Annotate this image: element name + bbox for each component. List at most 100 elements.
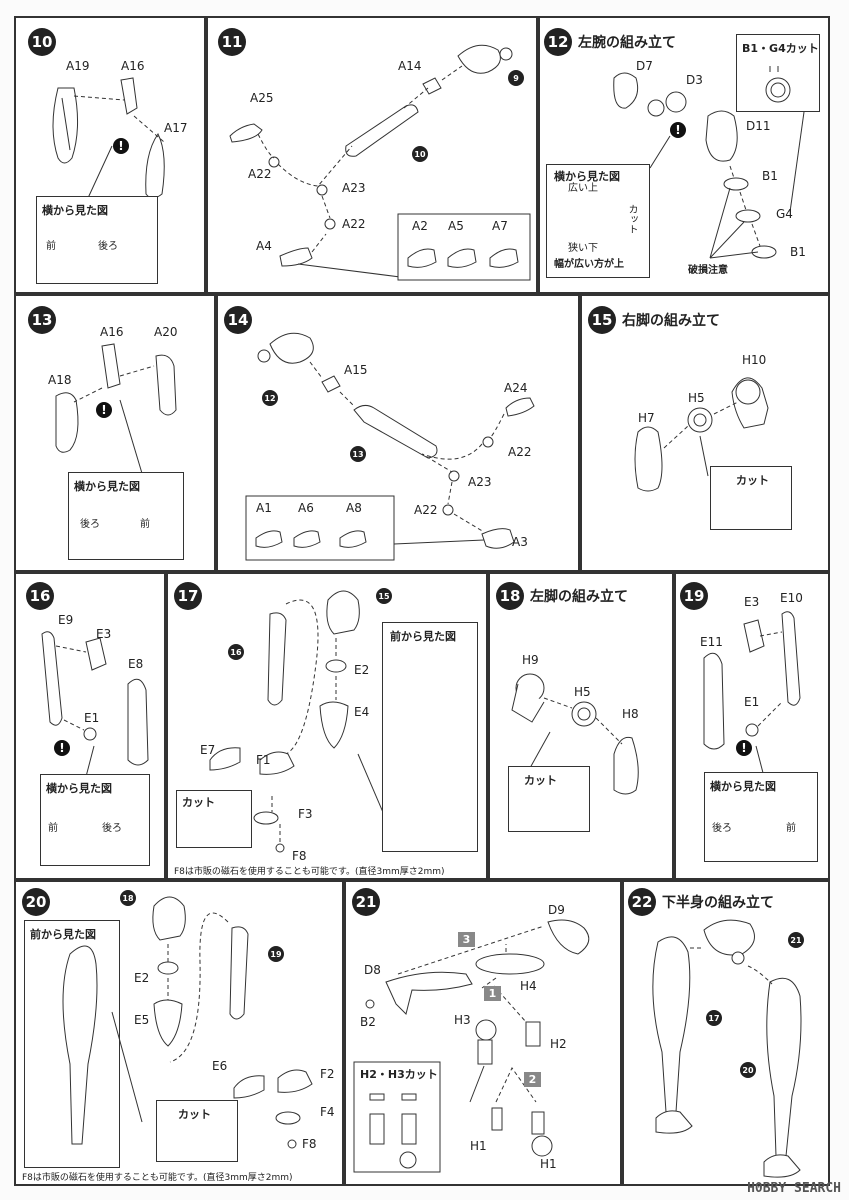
part-label: H5: [688, 391, 705, 405]
side-view-title: 横から見た図: [42, 204, 108, 217]
step-20-illustration: [62, 896, 313, 1149]
step-14-illustration: [245, 332, 535, 561]
sequence-marker: 2: [524, 1072, 541, 1087]
part-label: A20: [154, 325, 178, 339]
back-label: 後ろ: [102, 823, 122, 834]
step-title: 右脚の組み立て: [622, 313, 720, 329]
part-label: A5: [448, 219, 464, 233]
step-16-panel: 16 E9 E3 E8 E1 ! 横から見た図 前 後ろ: [14, 572, 166, 880]
part-label: H3: [454, 1013, 471, 1027]
step-13-panel: 13 A16 A20 A18 ! 横から見た図 後ろ 前: [14, 294, 216, 572]
part-label: A3: [512, 535, 528, 549]
part-label: D11: [746, 119, 771, 133]
step-number: 18: [496, 582, 524, 610]
part-label: B2: [360, 1015, 376, 1029]
step-number: 10: [28, 28, 56, 56]
side-view-title: 横から見た図: [46, 782, 112, 795]
part-label: H2: [550, 1037, 567, 1051]
side-view-box: [546, 164, 650, 278]
step-11-illustration: [229, 44, 531, 281]
part-label: A23: [342, 181, 366, 195]
cut-detail-box: [710, 466, 792, 530]
step-18-panel: 18 左脚の組み立て H9 H5 H8 カット: [488, 572, 674, 880]
step-ref-badge: 13: [350, 446, 366, 462]
front-view-title: 前から見た図: [390, 630, 456, 643]
part-label: A8: [346, 501, 362, 515]
back-label: 後ろ: [712, 823, 732, 834]
cut-detail-title: H2・H3カット: [360, 1068, 438, 1081]
side-view-box: [40, 774, 150, 866]
sequence-marker: 1: [484, 986, 501, 1001]
cut-detail-title: カット: [524, 774, 557, 787]
side-view-box: [36, 196, 158, 284]
part-label: E7: [200, 743, 216, 757]
cut-detail-box: [176, 790, 252, 848]
part-label: F1: [256, 753, 271, 767]
step-number: 21: [352, 888, 380, 916]
step-number: 20: [22, 888, 50, 916]
part-label: E2: [354, 663, 370, 677]
front-view-title: 前から見た図: [30, 928, 96, 941]
part-label: A22: [414, 503, 438, 517]
side-view-title: 横から見た図: [554, 170, 620, 183]
part-label: D8: [364, 963, 381, 977]
step-17-panel: 17 15 16 E2 E4 E7 F1 F3 F8 前から見た図 カット F8…: [166, 572, 488, 880]
part-label: H9: [522, 653, 539, 667]
part-label: H1: [470, 1139, 487, 1153]
side-view-title: 横から見た図: [710, 780, 776, 793]
part-label: E5: [134, 1013, 150, 1027]
back-label: 後ろ: [80, 519, 100, 530]
front-label: 前: [786, 823, 796, 834]
step-14-panel: 14 12 13 A15 A24 A22 A23 A22 A3 A1 A6 A8: [216, 294, 580, 572]
caution-icon: !: [113, 138, 129, 154]
part-label: H10: [742, 353, 767, 367]
part-label: H1: [540, 1157, 557, 1171]
magnet-note: F8は市販の磁石を使用することも可能です。(直径3mm厚さ2mm): [174, 867, 445, 877]
step-22-panel: 22 下半身の組み立て 21 17 20: [622, 880, 830, 1186]
side-view-box: [704, 772, 818, 862]
part-label: H5: [574, 685, 591, 699]
step-22-illustration: [652, 919, 802, 1178]
step-20-panel: 20 前から見た図 18 19 E2 E5 E6 F2 F4 F8 カット F8…: [14, 880, 344, 1186]
step-15-panel: 15 右脚の組み立て H10 H5 H7 カット: [580, 294, 830, 572]
part-label: F8: [292, 849, 307, 863]
caution-icon: !: [96, 402, 112, 418]
part-label: A16: [121, 59, 145, 73]
step-number: 12: [544, 28, 572, 56]
step-10-panel: 10 A19 A16 A17 ! 横から見た図 前 後ろ: [14, 16, 206, 294]
part-label: A24: [504, 381, 528, 395]
part-label: D7: [636, 59, 653, 73]
step-ref-badge: 15: [376, 588, 392, 604]
step-number: 14: [224, 306, 252, 334]
part-label: A1: [256, 501, 272, 515]
step-number: 11: [218, 28, 246, 56]
part-label: E10: [780, 591, 803, 605]
part-label: F8: [302, 1137, 317, 1151]
part-label: A17: [164, 121, 188, 135]
part-label: A2: [412, 219, 428, 233]
cut-detail-box: [508, 766, 590, 832]
part-label: A4: [256, 239, 272, 253]
step-21-illustration: [353, 919, 590, 1173]
part-label: H4: [520, 979, 537, 993]
step-ref-badge: 16: [228, 644, 244, 660]
cut-detail-box: [156, 1100, 238, 1162]
part-label: E1: [84, 711, 100, 725]
part-label: A22: [248, 167, 272, 181]
step-15-illustration: [634, 377, 769, 524]
step-number: 13: [28, 306, 56, 334]
part-label: H7: [638, 411, 655, 425]
wide-up-label: 広い上: [568, 183, 598, 194]
caution-icon: !: [54, 740, 70, 756]
step-12-panel: 12 左腕の組み立て B1・G4カット D7 D3 D11 B1 G4 B1 !…: [538, 16, 830, 294]
step-number: 15: [588, 306, 616, 334]
step-ref-badge: 12: [262, 390, 278, 406]
part-label: H8: [622, 707, 639, 721]
step-ref-badge: 21: [788, 932, 804, 948]
side-view-title: 横から見た図: [74, 480, 140, 493]
part-label: A23: [468, 475, 492, 489]
step-number: 16: [26, 582, 54, 610]
step-number: 17: [174, 582, 202, 610]
cut-detail-title: B1・G4カット: [742, 42, 819, 55]
